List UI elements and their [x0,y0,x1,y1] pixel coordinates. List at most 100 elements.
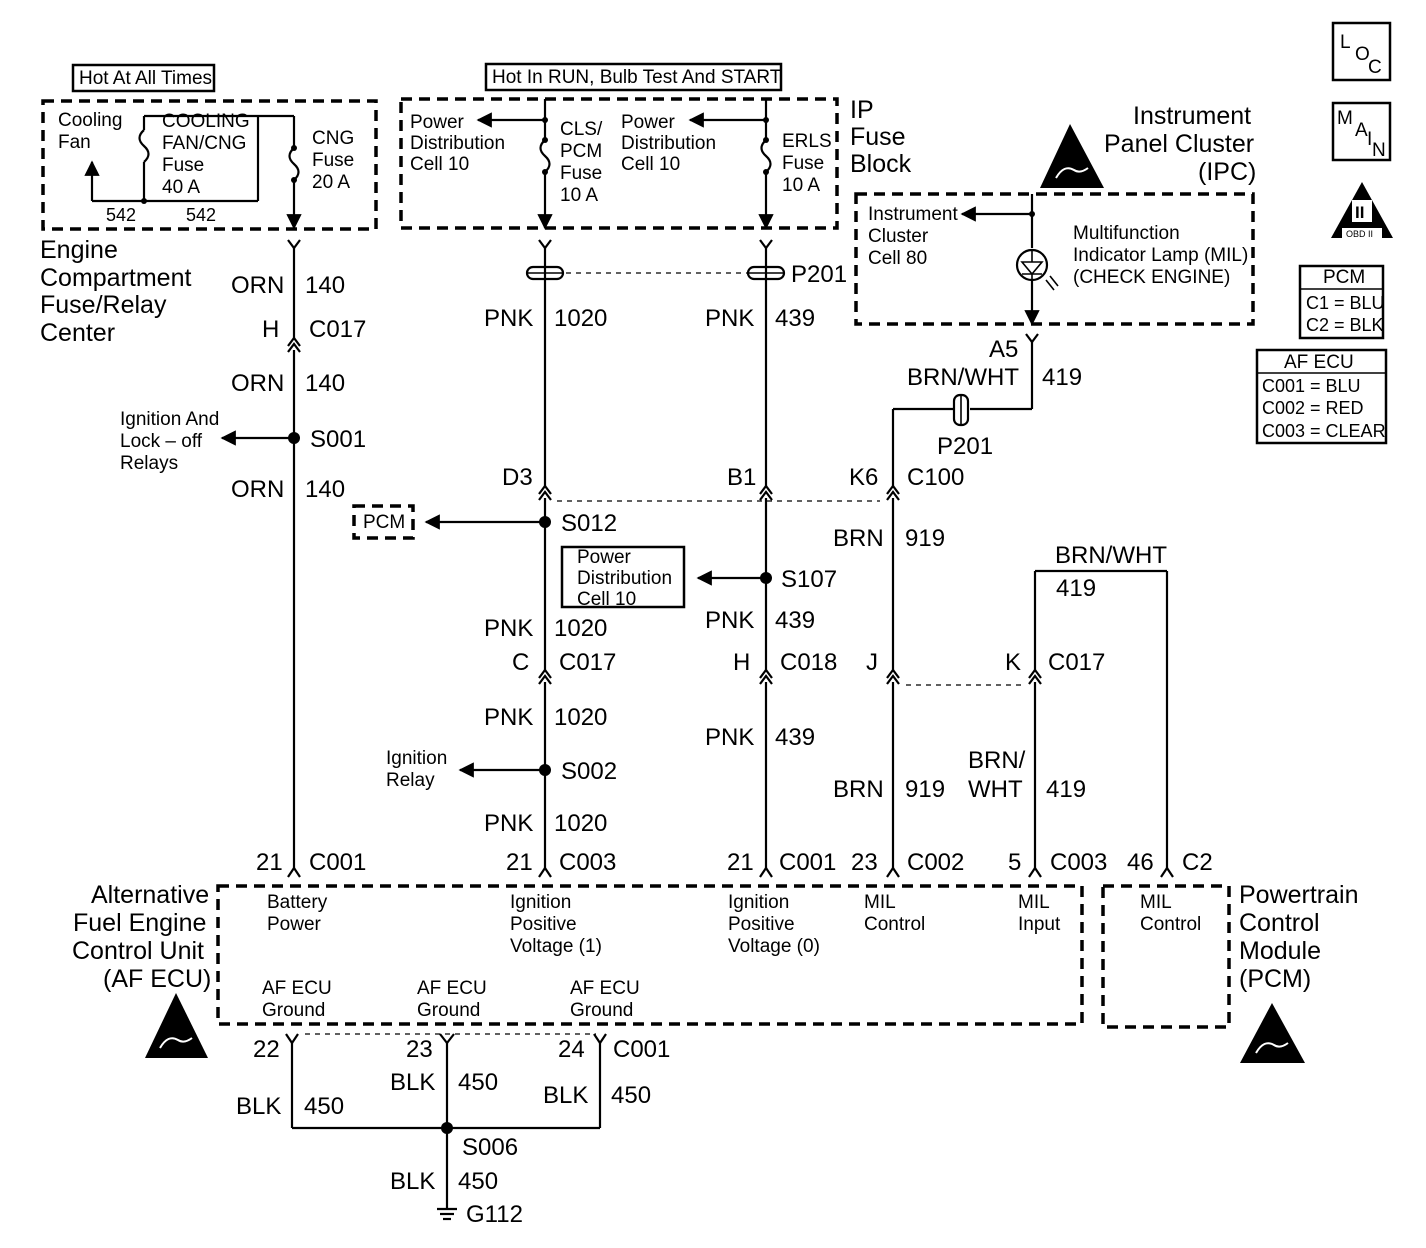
svg-text:Fuse: Fuse [312,150,354,171]
wire-color-label: BLK [543,1082,588,1109]
svg-text:20 A: 20 A [312,172,350,193]
svg-text:Ground: Ground [570,1000,633,1021]
svg-text:(PCM): (PCM) [1239,965,1311,993]
connector-label: C2 [1182,849,1213,876]
circuit-number-label: 439 [775,305,815,332]
power-distribution-reference-box[interactable]: Power Distribution Cell 10 [560,545,686,610]
svg-text:Control: Control [1140,914,1201,935]
wire-color-label: ORN [231,476,284,503]
ipc-box [854,192,1255,326]
wire-color-label: PNK [705,724,754,751]
cooling-fan-label: Cooling Fan [58,110,122,153]
circuit-number-label: 1020 [554,615,607,642]
svg-text:Alternative: Alternative [91,881,209,909]
svg-text:AF ECU: AF ECU [1284,352,1354,373]
ground-label: G112 [466,1201,523,1228]
svg-text:Input: Input [1018,914,1061,935]
mil-control-label: MIL Control [864,892,925,935]
svg-text:C001 = BLU: C001 = BLU [1262,376,1361,396]
main-badge[interactable]: M A I N [1331,101,1392,162]
svg-text:COOLING: COOLING [162,111,250,132]
svg-text:CNG: CNG [312,128,354,149]
svg-text:Indicator Lamp (MIL): Indicator Lamp (MIL) [1073,245,1248,266]
svg-text:Ignition: Ignition [386,748,447,769]
svg-text:AF ECU: AF ECU [570,978,640,999]
svg-text:Control: Control [864,914,925,935]
ignition-positive-voltage-0-label: Ignition Positive Voltage (0) [728,892,820,957]
af-ecu-box [216,884,1084,1026]
svg-text:Block: Block [850,150,912,178]
pcm-title: Powertrain Control Module (PCM) [1239,881,1359,993]
circuit-number-label: 1020 [554,810,607,837]
svg-text:C1 = BLU: C1 = BLU [1306,293,1385,313]
ip-fuse-wiring [476,99,774,230]
svg-text:10 A: 10 A [560,185,598,206]
svg-text:OBD II: OBD II [1346,229,1373,239]
circuit-number-label: 140 [305,476,345,503]
hot-at-all-times-label: Hot At All Times [71,63,216,93]
connector-pin-label: K [1005,649,1021,676]
pcm-mil-control-label: MIL Control [1140,892,1201,935]
svg-text:Power: Power [267,914,322,935]
connector-label: C017 [1048,649,1105,676]
circuit-439-wire [696,239,786,878]
wire-color-label: PNK [484,305,533,332]
svg-text:(AF ECU): (AF ECU) [103,965,211,993]
connector-label: C018 [780,649,837,676]
svg-text:Distribution: Distribution [621,133,716,154]
svg-text:Compartment: Compartment [40,264,191,292]
svg-text:FAN/CNG: FAN/CNG [162,133,246,154]
pcm-reference-box[interactable]: PCM [352,504,415,540]
connector-label: C001 [613,1036,670,1063]
wire-color-label: BRN [833,525,884,552]
cooling-fan-fuse-wiring [84,114,302,230]
circuit-number-label: 140 [305,272,345,299]
ipc-title: Instrument Panel Cluster (IPC) [1104,102,1256,186]
pdc-right-label: Power Distribution Cell 10 [621,112,716,175]
esd-warning-icon [1240,1003,1305,1063]
svg-text:Relays: Relays [120,453,178,474]
svg-text:Control Unit: Control Unit [72,937,204,965]
splice-label: S107 [781,566,837,593]
svg-text:Instrument: Instrument [868,204,958,225]
svg-text:Power: Power [621,112,676,133]
svg-text:Instrument: Instrument [1133,102,1251,130]
circuit-number-label: 450 [458,1069,498,1096]
svg-text:C: C [1368,57,1382,78]
wire-color-label: PNK [484,810,533,837]
loc-badge[interactable]: L O C [1331,21,1392,82]
mil-lamp-icon [960,194,1059,326]
svg-text:PCM: PCM [363,512,405,533]
connector-pin-label: 23 [406,1036,433,1063]
svg-text:Distribution: Distribution [577,568,672,589]
wire-color-label: BLK [236,1093,281,1120]
svg-text:C2 = BLK: C2 = BLK [1306,315,1384,335]
svg-text:MIL: MIL [1018,892,1050,913]
circuit-number-label: 450 [458,1168,498,1195]
wire-color-label: ORN [231,272,284,299]
ground-circuit-wire [285,1033,607,1208]
ground-icon [437,1207,457,1221]
connector-pin-label: H [733,649,750,676]
svg-text:Distribution: Distribution [410,133,505,154]
circuit-number-label: 450 [611,1082,651,1109]
circuit-919-wire [886,333,1039,878]
af-ecu-ground-label: AF ECU Ground [417,978,487,1021]
connector-pin-label: 5 [1008,849,1021,876]
wire-542-label: 542 [186,205,216,225]
connector-pin-label: 21 [256,849,283,876]
svg-text:Cluster: Cluster [868,226,929,247]
svg-text:Ignition And: Ignition And [120,409,219,430]
svg-text:Hot At All Times: Hot At All Times [79,68,212,89]
svg-text:Battery: Battery [267,892,328,913]
instrument-cluster-cell-label: Instrument Cluster Cell 80 [868,204,958,269]
wire-color-label: PNK [484,615,533,642]
circuit-140-wire [220,239,301,878]
svg-text:Relay: Relay [386,770,435,791]
esd-warning-icon [145,993,208,1058]
splice-label: S006 [462,1134,518,1161]
connector-pin-label: C [512,649,529,676]
connector-pin-label: 23 [851,849,878,876]
connector-label: C017 [309,316,366,343]
cls-pcm-fuse-label: CLS/ PCM Fuse 10 A [560,119,603,206]
